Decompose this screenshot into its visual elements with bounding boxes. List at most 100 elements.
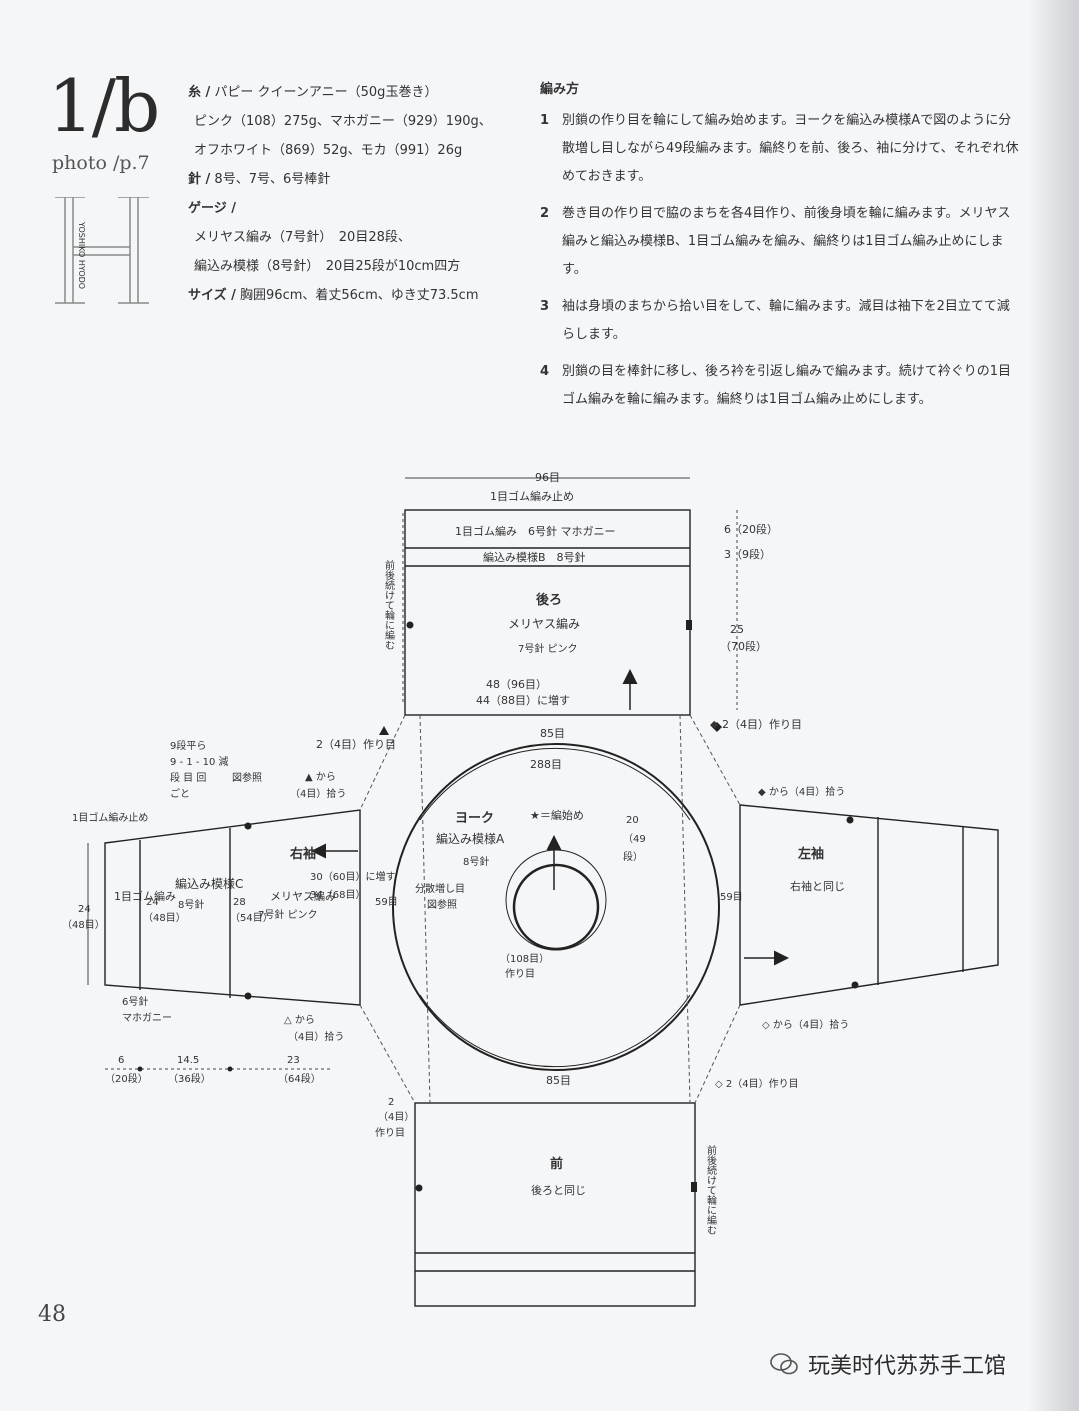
watermark: 玩美时代苏苏手工馆 (770, 1348, 1006, 1380)
logo-text: YOSHIKO HYODO (77, 221, 86, 289)
sleeve-width-top-2: 34（68目） (310, 889, 365, 901)
sleeve-pattern-c: 編込み模様C (175, 876, 243, 891)
sleeve-decrease-2: 9 - 1 - 10 減 (170, 755, 229, 768)
sleeve-length-3-rows: （64段） (278, 1072, 321, 1085)
right-sleeve-title: 右袖 (289, 846, 316, 862)
yoke-inner-circle (512, 863, 600, 951)
needle-label: 針 / (188, 172, 211, 187)
yoke-title: ヨーク (455, 811, 494, 826)
yoke-cast-on-2: 作り目 (505, 968, 535, 980)
sleeve-pick-top-2: （4目）拾う (290, 787, 346, 800)
sleeve-bindoff: 1目ゴム編み止め (72, 811, 148, 824)
left-sleeve-pick-bottom: ◇ から（4目）拾う (762, 1018, 849, 1031)
instruction-step: 2 巻き目の作り目で脇のまちを各4目作り、前後身頃を輪に編みます。メリヤス編みと… (540, 200, 1020, 284)
page-gutter-shadow (1030, 0, 1079, 1411)
yoke-mid-count: 288目 (530, 758, 562, 771)
step-text: 別鎖の作り目を輪にして編み始めます。ヨークを編込み模様Aで図のように分散増し目し… (562, 113, 1019, 184)
instructions: 編み方 1 別鎖の作り目を輪にして編み始めます。ヨークを編込み模様Aで図のように… (540, 78, 1020, 423)
yoke-bottom-count: 85目 (546, 1074, 571, 1087)
instruction-step: 1 別鎖の作り目を輪にして編み始めます。ヨークを編込み模様Aで図のように分散増し… (540, 107, 1020, 191)
sleeve-stitch: メリヤス編み (270, 889, 336, 903)
front-gusset-right: ◇ 2（4目）作り目 (715, 1078, 799, 1090)
yarn-label: 糸 / (188, 85, 211, 100)
yoke-ref: 図参照 (427, 898, 457, 911)
back-needle: 7号針 ピンク (518, 642, 578, 655)
sleeve-width-c: 24 (146, 897, 159, 908)
bindoff-label: 1目ゴム編み止め (490, 489, 574, 503)
sleeve-width-c-st: （48目） (143, 912, 186, 924)
sleeve-decrease-4: ごと (170, 787, 190, 800)
instruction-step: 3 袖は身頃のまちから拾い目をして、輪に編みます。減目は袖下を2目立てて減らしま… (540, 293, 1020, 349)
designer-logo: YOSHIKO HYODO (55, 197, 149, 304)
sleeve-width-rib: 24 (78, 904, 91, 915)
left-sleeve-pick-top: ◆ から（4目）拾う (758, 785, 845, 798)
yoke-side-right: 59目 (720, 892, 743, 903)
sleeve-decrease-3: 段 目 回 (170, 771, 206, 784)
materials-spec: 糸 / パピー クイーンアニー（50g玉巻き） ピンク（108）275g、マホガ… (188, 78, 492, 310)
yoke-increase: 分散増し目 (415, 882, 465, 895)
step-text: 別鎖の目を棒針に移し、後ろ衿を引返し編みで編みます。続けて衿ぐりの1目ゴム編みを… (562, 364, 1011, 407)
photo-reference: photo /p.7 (52, 152, 150, 174)
back-stitch: メリヤス編み (508, 616, 580, 631)
yarn-line: オフホワイト（869）52g、モカ（991）26g (194, 143, 463, 158)
page-number: 48 (38, 1302, 66, 1327)
gusset-right: ◆ 2（4目）作り目 (710, 718, 802, 731)
sleeve-length-3: 23 (287, 1055, 300, 1066)
yoke-outer-circle (392, 743, 720, 1071)
yoke-cast-on: （108目） (500, 953, 549, 965)
gauge-line: 編込み模様（8号針） 20目25段が10cm四方 (194, 259, 461, 274)
sleeve-length-2-rows: （36段） (168, 1072, 211, 1085)
yoke-length-2: （49 (623, 833, 646, 845)
front-gusset-left-2: （4目） (378, 1111, 414, 1123)
sleeve-length-1-rows: （20段） (105, 1072, 148, 1085)
sleeve-ref: 図参照 (232, 771, 262, 784)
step-number: 4 (540, 364, 550, 379)
sleeve-pick-bottom: △ から (284, 1014, 315, 1026)
size-value: 胸囲96cm、着丈56cm、ゆき丈73.5cm (240, 288, 479, 303)
sleeve-length-1: 6 (118, 1055, 124, 1066)
top-width: 96目 (535, 471, 560, 484)
front-gusset-left-3: 作り目 (375, 1127, 405, 1139)
yoke-start-note: ★＝編始め (530, 808, 584, 822)
step-number: 2 (540, 206, 550, 221)
yarn-line: ピンク（108）275g、マホガニー（929）190g、 (194, 114, 492, 129)
sleeve-length-2: 14.5 (177, 1055, 199, 1066)
sleeve-width-rib-st: （48目） (62, 919, 105, 931)
front-side-note: 前後続けて輪に編む (705, 1144, 717, 1235)
gauge-label: ゲージ / (188, 201, 237, 216)
sleeve-decrease-1: 9段平ら (170, 739, 206, 752)
step-number: 3 (540, 299, 550, 314)
needle-value: 8号、7号、6号棒針 (214, 172, 331, 187)
size-label: サイズ / (188, 288, 236, 303)
sleeve-rib-needle: 6号針 (122, 995, 148, 1008)
back-rib-label: 1目ゴム編み 6号針 マホガニー (455, 524, 616, 538)
sleeve-rib: 1目ゴム編み (114, 889, 176, 903)
front-same: 後ろと同じ (531, 1183, 586, 1197)
back-panel (404, 509, 691, 716)
watermark-text: 玩美时代苏苏手工馆 (808, 1354, 1007, 1379)
yarn-line: パピー クイーンアニー（50g玉巻き） (214, 85, 438, 100)
left-sleeve-title: 左袖 (798, 846, 824, 862)
yoke-outer-count: 85目 (540, 727, 565, 740)
left-sleeve-outline (739, 804, 999, 1006)
back-side-note: 前後続けて輪に編む (383, 559, 395, 650)
back-title: 後ろ (536, 592, 562, 608)
yoke-needle: 8号針 (463, 855, 489, 868)
step-number: 1 (540, 113, 550, 128)
left-sleeve-same: 右袖と同じ (790, 879, 845, 893)
yoke-side-left: 59目 (375, 897, 398, 908)
sleeve-width-c2: 28 (233, 897, 246, 908)
yoke-length-1: 20 (626, 815, 639, 826)
sleeve-pick-top: ▲ から (305, 771, 336, 783)
yoke-pattern: 編込み模様A (436, 831, 505, 846)
back-width-1: 48（96目） (486, 678, 547, 691)
sleeve-pick-bottom-2: （4目）拾う (288, 1030, 344, 1043)
chat-bubble-icon (770, 1353, 798, 1375)
sleeve-rib-color: マホガニー (122, 1012, 172, 1024)
front-title: 前 (550, 1156, 563, 1172)
sleeve-needle: 7号針 ピンク (258, 908, 318, 921)
gauge-line: メリヤス編み（7号針） 20目28段、 (194, 230, 411, 245)
gusset-left: 2（4目）作り目 (316, 738, 396, 751)
sleeve-width-c2-st: （54目） (230, 912, 273, 924)
